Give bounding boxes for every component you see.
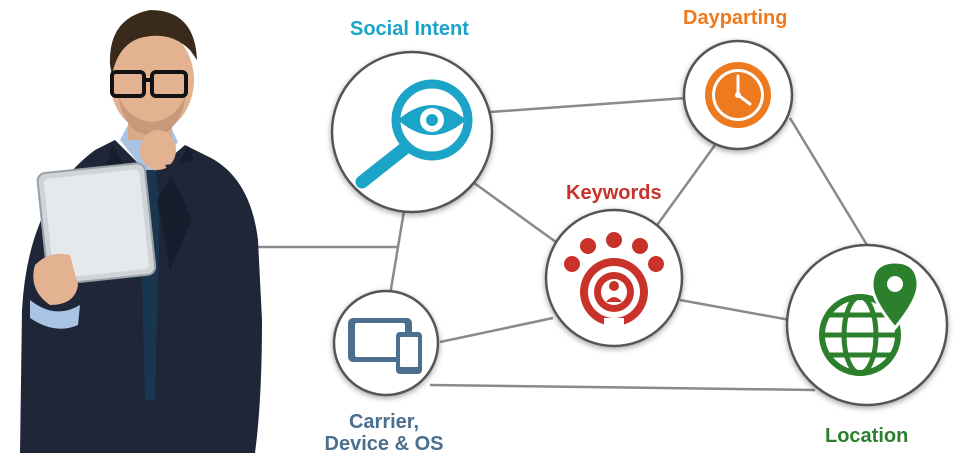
interest-bubbles (564, 232, 664, 272)
beard (118, 95, 186, 135)
hand-chin (140, 130, 176, 170)
line-social-daypart (489, 96, 687, 114)
node-dayparting (682, 39, 794, 151)
businessman-illustration (20, 10, 262, 453)
line-daypart-keywords (653, 144, 717, 229)
label-carrier-device-os: Carrier, Device & OS (324, 411, 444, 455)
line-keywords-location (679, 298, 791, 322)
label-keywords: Keywords (566, 182, 662, 204)
hair (109, 10, 197, 75)
tablet-phone-icon (348, 318, 422, 374)
line-social-keywords (469, 178, 561, 247)
line-carrier-location (429, 383, 816, 392)
node-carrier-device (332, 289, 440, 397)
line-daypart-location (788, 117, 869, 246)
node-location (785, 243, 949, 407)
label-social-intent: Social Intent (350, 18, 469, 40)
line-social-carrier (388, 204, 407, 296)
label-location: Location (825, 425, 909, 447)
magnifying-eye-icon (355, 79, 473, 189)
globe-pin-icon (819, 260, 920, 376)
clock-icon (705, 62, 771, 128)
node-social-intent (330, 50, 494, 214)
node-keywords (544, 208, 684, 348)
person-target-icon (564, 232, 664, 332)
cuff (30, 300, 80, 329)
hand-tablet (33, 253, 78, 305)
arm-right (165, 160, 237, 310)
glasses (110, 70, 188, 98)
label-dayparting: Dayparting (683, 7, 788, 29)
connector-lines (245, 96, 869, 392)
tablet-device (36, 162, 157, 286)
line-keywords-carrier (439, 316, 554, 344)
